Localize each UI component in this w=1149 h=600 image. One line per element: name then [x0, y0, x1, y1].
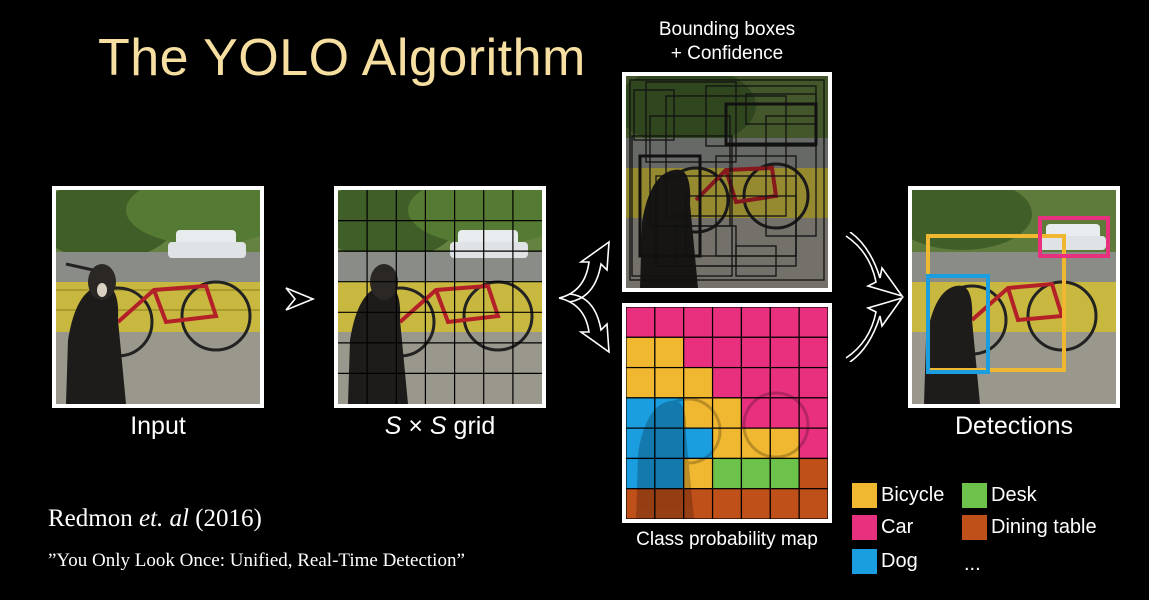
class-cell-car	[626, 307, 656, 338]
reference-paper-title: ”You Only Look Once: Unified, Real-Time …	[48, 550, 465, 571]
class-cell-car	[769, 366, 800, 399]
input-image-panel	[52, 186, 264, 408]
grid-image-panel	[334, 186, 546, 408]
car-detection-box	[1038, 216, 1110, 258]
input-caption: Input	[130, 412, 186, 440]
class-map-caption: Class probability map	[636, 529, 818, 550]
class-cell-car	[740, 366, 771, 399]
class-cell-car	[683, 336, 714, 369]
legend-item-car: Car	[852, 513, 913, 541]
class-cell-dining-table	[711, 488, 743, 519]
grid-s-symbol-2: S	[429, 412, 447, 440]
bbox-caption-line1: Bounding boxes	[658, 19, 796, 40]
class-cell-bicycle	[769, 427, 800, 460]
bbox-rectangles	[629, 79, 825, 281]
detections-photo	[912, 190, 1116, 404]
class-cell-desk	[740, 457, 771, 490]
class-cell-dining-table	[769, 488, 800, 519]
class-cell-bicycle	[654, 366, 685, 399]
reference-year: (2016)	[188, 505, 262, 532]
class-cell-car	[711, 307, 743, 338]
class-cell-car	[769, 397, 800, 429]
class-cell-car	[683, 307, 714, 338]
legend-swatch-dining-table	[962, 514, 987, 540]
reference-etal: et. al	[138, 505, 189, 532]
class-cell-dining-table	[740, 488, 771, 519]
legend-swatch-bicycle	[852, 482, 877, 508]
grid-s-symbol: S	[384, 412, 402, 440]
class-cell-dining-table	[798, 457, 828, 490]
bbox-caption: Bounding boxes + Confidence	[622, 18, 832, 66]
class-cell-car	[798, 307, 828, 338]
page-title: The YOLO Algorithm	[98, 29, 586, 87]
legend-swatch-dog	[852, 548, 877, 574]
arrow-right-icon	[283, 284, 317, 314]
class-cell-car	[711, 336, 743, 369]
legend-swatch-car	[852, 514, 877, 540]
legend-label: Car	[881, 515, 914, 538]
class-cell-car	[769, 336, 800, 369]
split-arrow-icon	[555, 232, 617, 362]
class-cell-bicycle	[683, 397, 714, 429]
grid-suffix: grid	[446, 412, 496, 440]
class-cell-car	[798, 366, 828, 399]
class-cell-desk	[711, 457, 743, 490]
dog-detection-box	[926, 274, 990, 374]
class-map-photo-overlay	[636, 391, 810, 519]
bbox-caption-line2: + Confidence	[670, 43, 784, 64]
legend-item-bicycle: Bicycle	[852, 481, 944, 509]
class-cell-bicycle	[626, 366, 656, 399]
grid-lines	[338, 190, 542, 404]
reference-author: Redmon	[48, 505, 139, 532]
class-cell-car	[769, 307, 800, 338]
class-cell-car	[798, 397, 828, 429]
class-cell-bicycle	[711, 397, 743, 429]
grid-caption: S × S grid	[334, 412, 546, 441]
class-cell-bicycle	[654, 336, 685, 369]
class-cell-dining-table	[798, 488, 828, 519]
legend-label: Desk	[991, 483, 1037, 506]
class-cell-car	[798, 336, 828, 369]
legend-swatch-desk	[962, 482, 987, 508]
class-cell-bicycle	[626, 336, 656, 369]
class-cell-bicycle	[711, 427, 743, 460]
bbox-image-panel	[622, 72, 832, 292]
class-cell-car	[654, 307, 685, 338]
class-cell-car	[740, 336, 771, 369]
class-cell-dining-table	[654, 488, 685, 519]
class-cell-car	[740, 307, 771, 338]
legend-more: ...	[964, 553, 981, 575]
grid-photo	[338, 190, 542, 404]
class-cell-dining-table	[683, 488, 714, 519]
class-cell-dog	[654, 427, 685, 460]
legend-item-dining-table: Dining table	[962, 513, 1097, 541]
legend-item-desk: Desk	[962, 481, 1037, 509]
bbox-photo	[626, 76, 828, 288]
legend-label: Dining table	[991, 515, 1097, 538]
legend-label: Dog	[881, 549, 918, 572]
legend-item-dog: Dog	[852, 547, 918, 575]
class-map-panel	[622, 303, 832, 523]
legend-label: Bicycle	[881, 483, 945, 506]
detections-caption: Detections	[954, 412, 1074, 440]
grid-times-symbol: ×	[401, 412, 430, 440]
class-cell-bicycle	[683, 366, 714, 399]
class-cell-car	[711, 366, 743, 399]
detections-image-panel	[908, 186, 1120, 408]
reference-citation: Redmon et. al (2016)	[48, 505, 262, 533]
merge-arrow-icon	[840, 232, 906, 362]
class-map-grid	[626, 307, 828, 519]
class-cell-desk	[769, 457, 800, 490]
input-photo	[56, 190, 260, 404]
